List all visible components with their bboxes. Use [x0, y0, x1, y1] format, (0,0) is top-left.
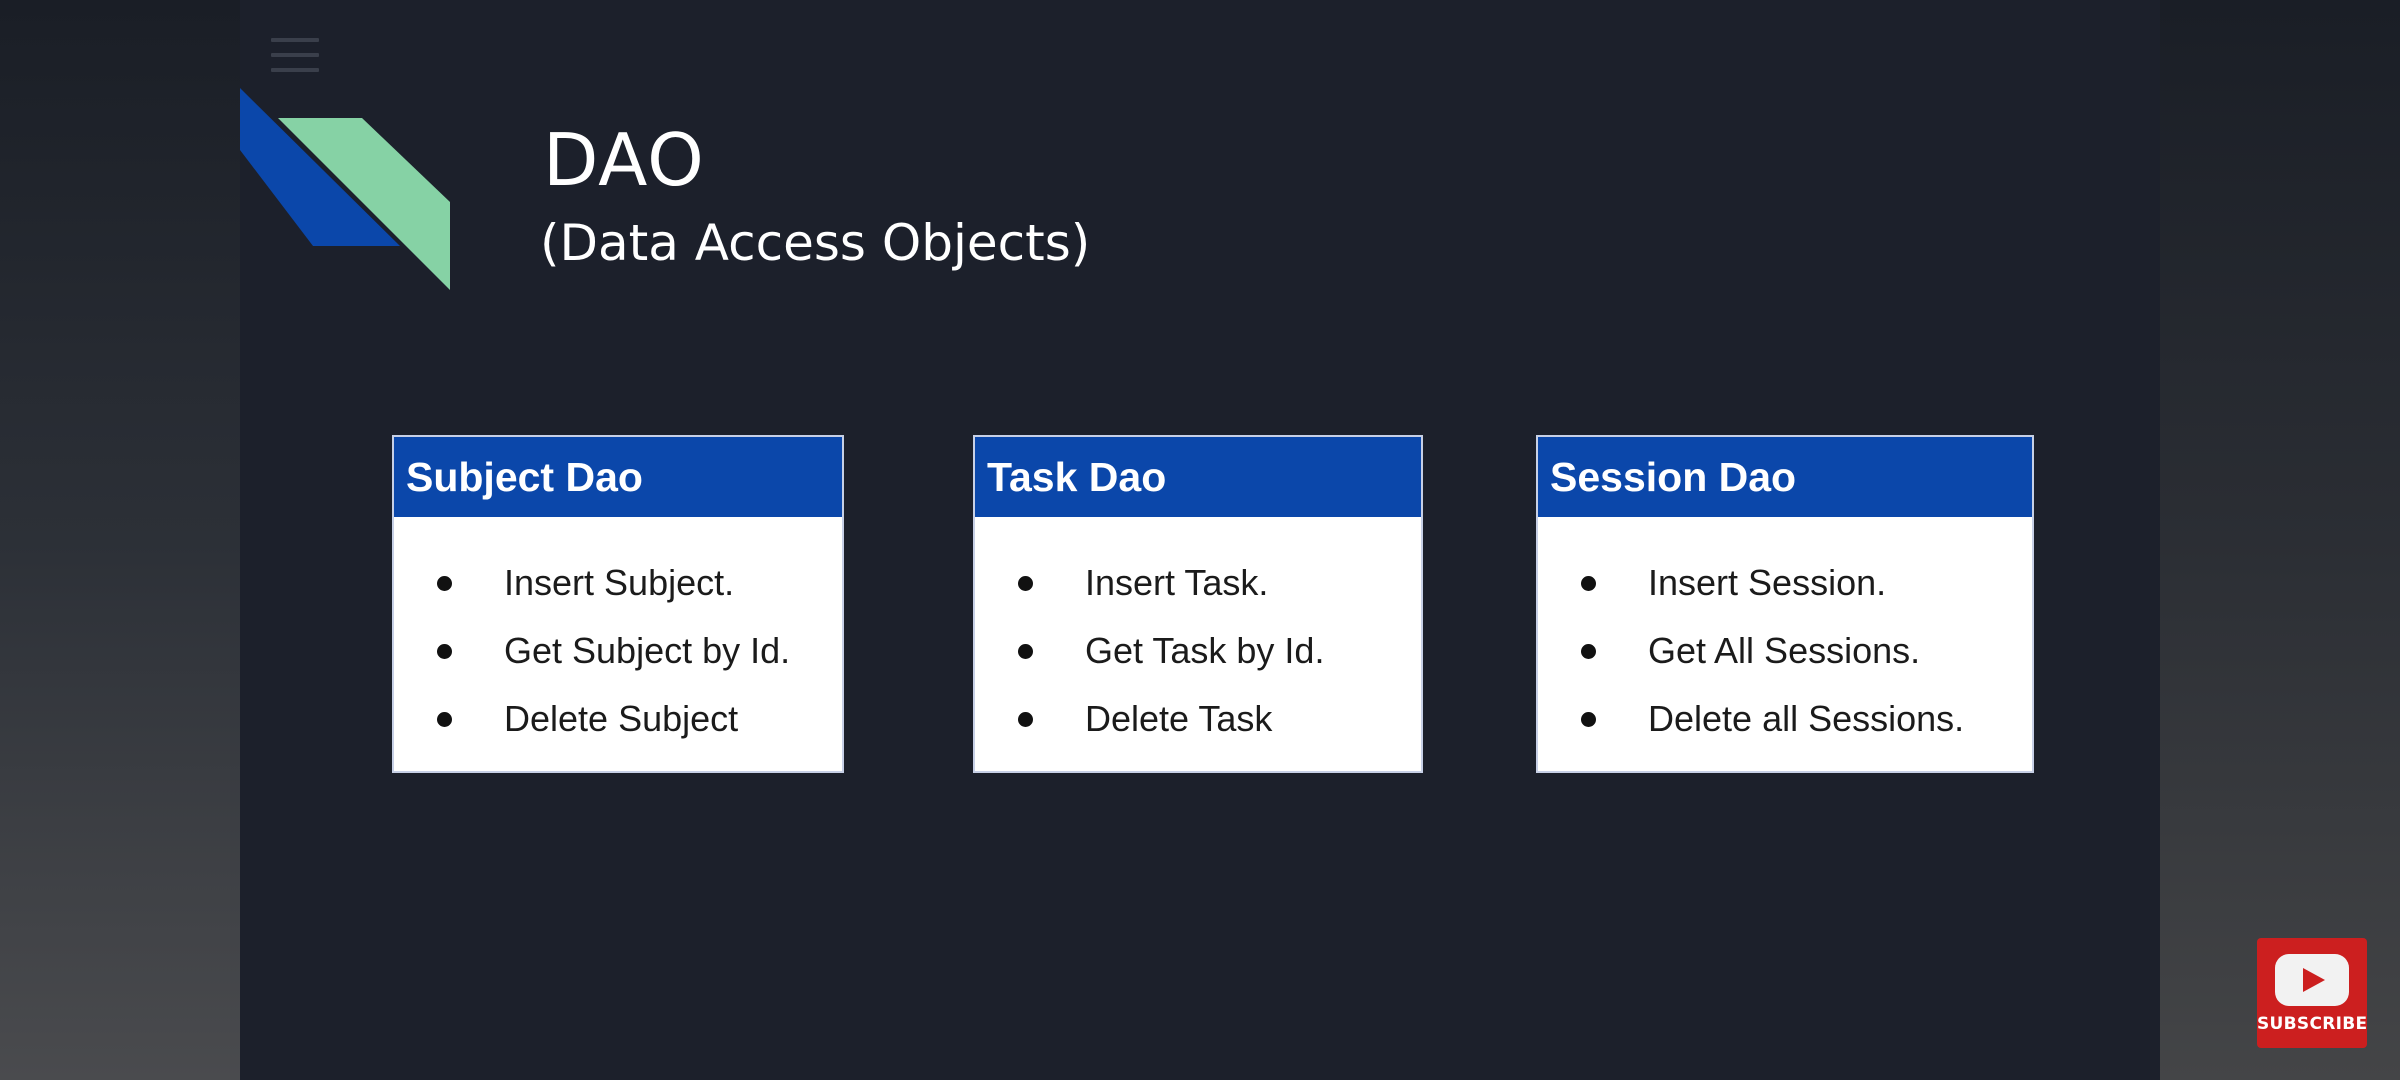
card-header: Task Dao [975, 437, 1421, 517]
youtube-play-icon [2275, 954, 2349, 1006]
list-item: Delete Subject [394, 685, 842, 753]
slide-subtitle: (Data Access Objects) [540, 214, 1091, 272]
video-backdrop-left [0, 0, 240, 1080]
bullet-icon [437, 576, 452, 591]
logo-green-stripe [278, 118, 450, 290]
bullet-icon [437, 644, 452, 659]
method-label: Insert Subject. [504, 562, 735, 603]
session-dao-card: Session Dao Insert Session. Get All Sess… [1536, 435, 2034, 773]
card-header: Subject Dao [394, 437, 842, 517]
slide-logo-shape [240, 88, 450, 290]
bullet-icon [437, 712, 452, 727]
hamburger-menu-icon[interactable] [271, 38, 319, 74]
card-method-list: Insert Session. Get All Sessions. Delete… [1538, 549, 2032, 753]
list-item: Insert Subject. [394, 549, 842, 617]
card-method-list: Insert Subject. Get Subject by Id. Delet… [394, 549, 842, 753]
bullet-icon [1018, 576, 1033, 591]
logo-blue-stripe [240, 88, 400, 246]
bullet-icon [1581, 576, 1596, 591]
bullet-icon [1018, 712, 1033, 727]
bullet-icon [1581, 712, 1596, 727]
list-item: Get All Sessions. [1538, 617, 2032, 685]
subscribe-button[interactable]: SUBSCRIBE [2257, 938, 2367, 1048]
method-label: Delete all Sessions. [1648, 698, 1965, 739]
video-backdrop-right [2160, 0, 2400, 1080]
method-label: Get Subject by Id. [504, 630, 791, 671]
method-label: Delete Task [1085, 698, 1273, 739]
list-item: Delete all Sessions. [1538, 685, 2032, 753]
card-header: Session Dao [1538, 437, 2032, 517]
slide-title: DAO [543, 118, 705, 202]
list-item: Delete Task [975, 685, 1421, 753]
subscribe-label: SUBSCRIBE [2257, 1014, 2368, 1034]
bullet-icon [1018, 644, 1033, 659]
list-item: Insert Task. [975, 549, 1421, 617]
list-item: Get Subject by Id. [394, 617, 842, 685]
task-dao-card: Task Dao Insert Task. Get Task by Id. De… [973, 435, 1423, 773]
bullet-icon [1581, 644, 1596, 659]
method-label: Get All Sessions. [1648, 630, 1921, 671]
method-label: Get Task by Id. [1085, 630, 1325, 671]
list-item: Get Task by Id. [975, 617, 1421, 685]
method-label: Insert Session. [1648, 562, 1887, 603]
card-method-list: Insert Task. Get Task by Id. Delete Task [975, 549, 1421, 753]
subject-dao-card: Subject Dao Insert Subject. Get Subject … [392, 435, 844, 773]
method-label: Delete Subject [504, 698, 739, 739]
presentation-slide: DAO (Data Access Objects) Subject Dao In… [240, 0, 2160, 1080]
list-item: Insert Session. [1538, 549, 2032, 617]
method-label: Insert Task. [1085, 562, 1269, 603]
